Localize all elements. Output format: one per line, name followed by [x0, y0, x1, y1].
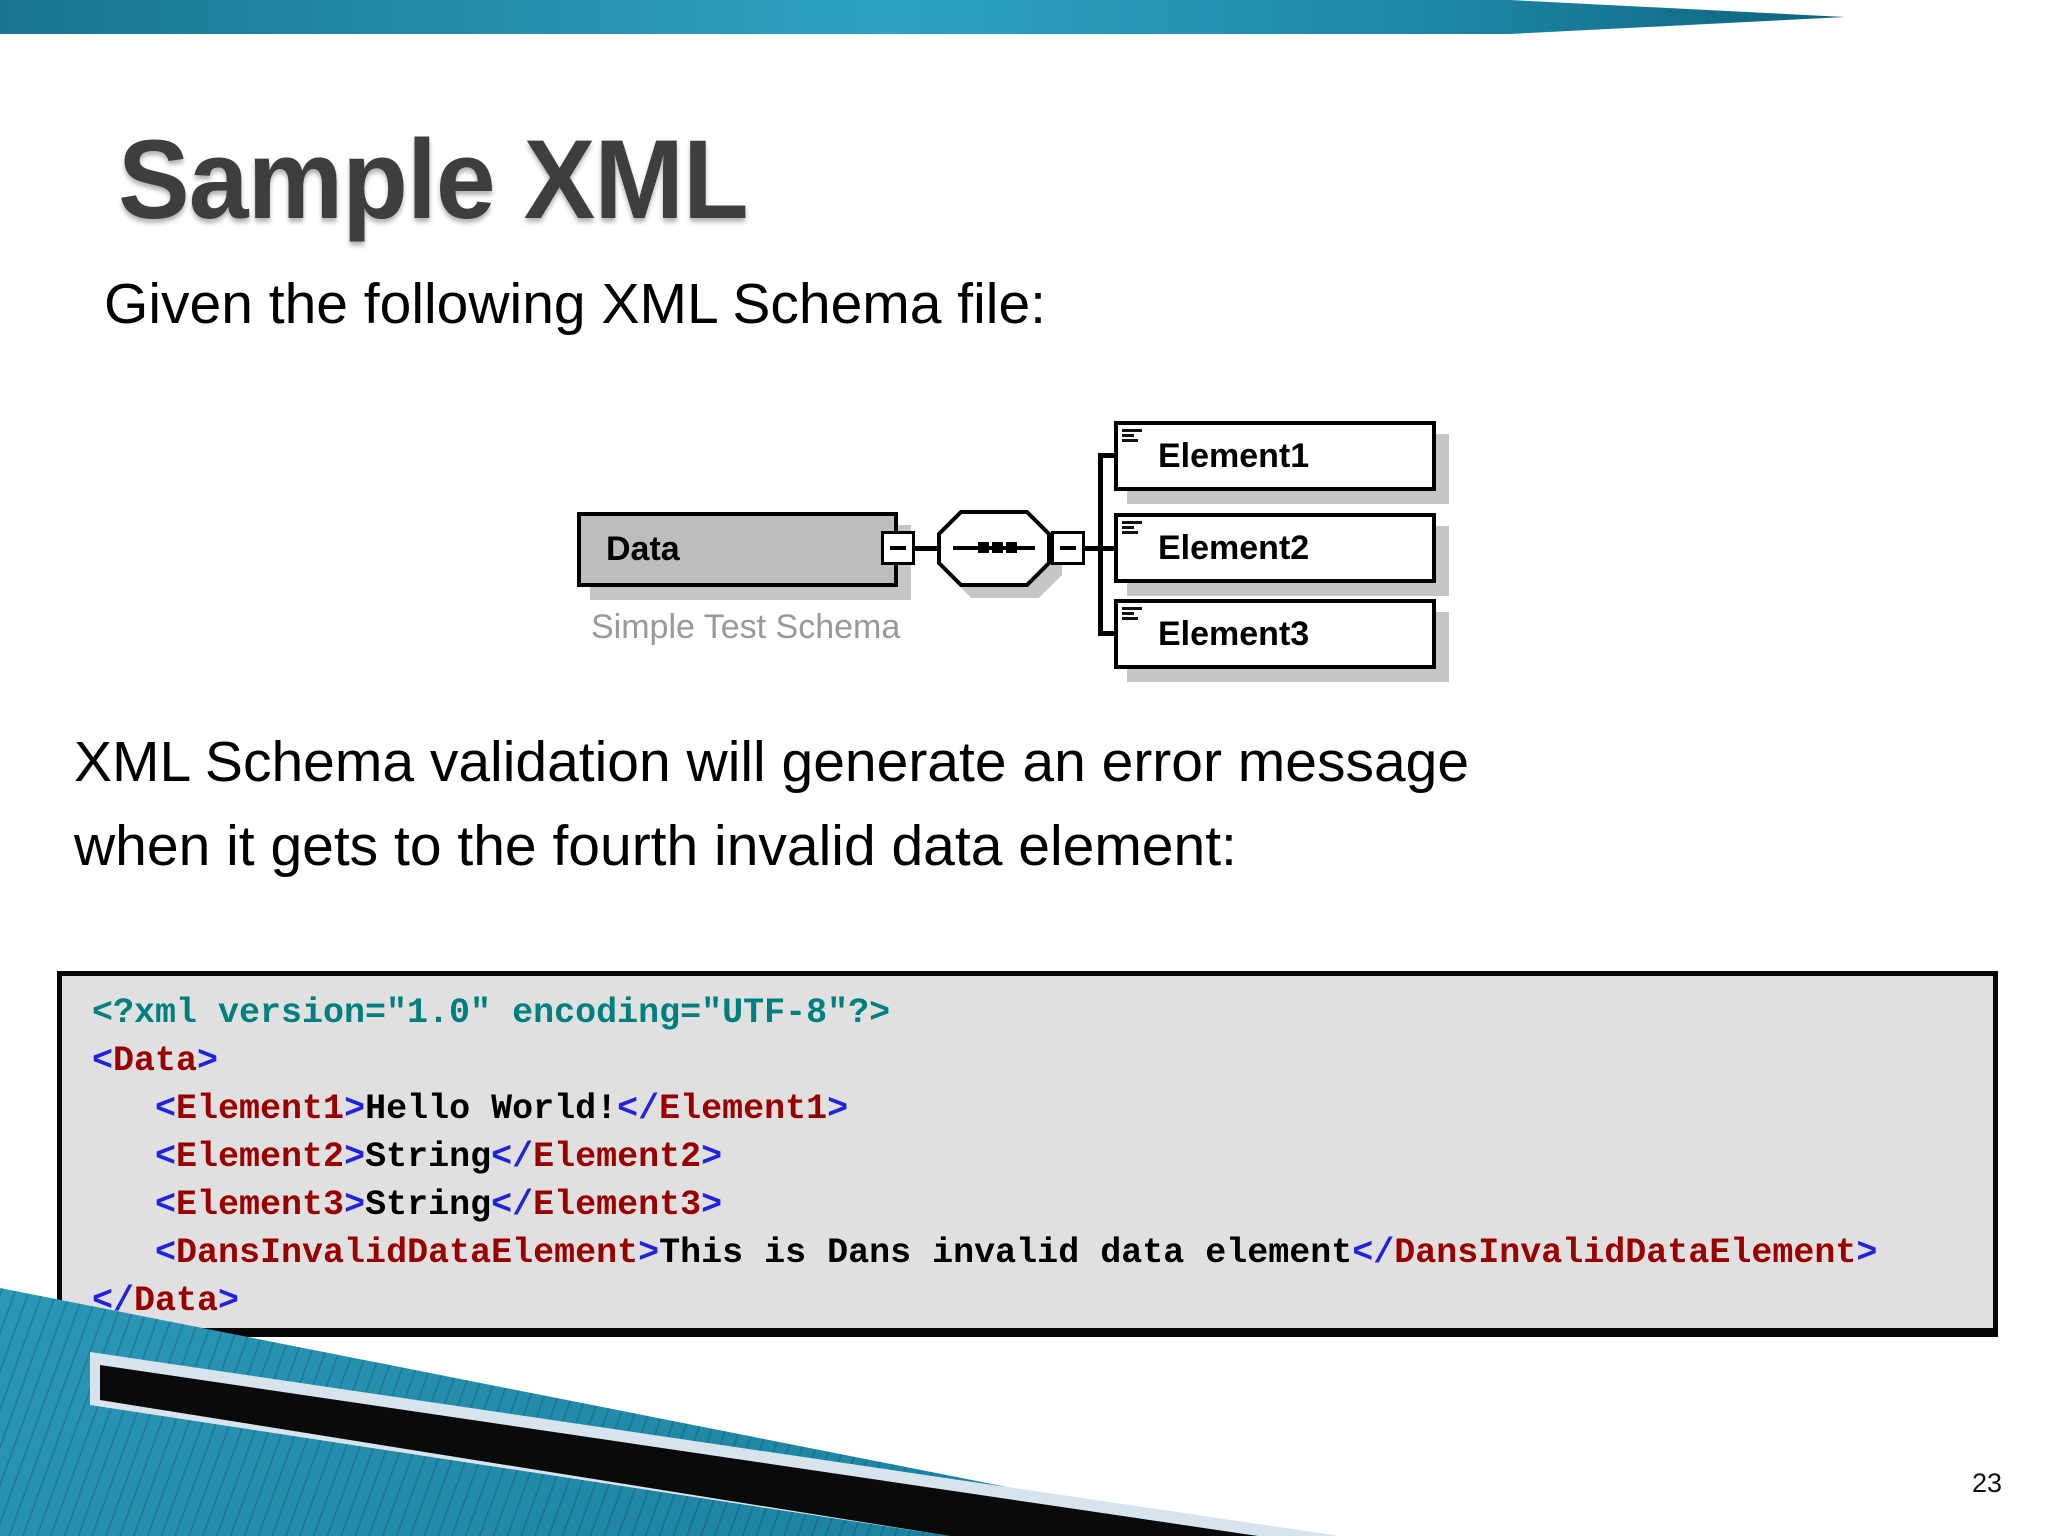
element1-node-box: Element1: [1114, 421, 1436, 491]
document-lines-icon: [1122, 521, 1144, 535]
element3-node-label: Element3: [1158, 614, 1310, 653]
document-lines-icon: [1122, 607, 1144, 621]
page-number: 23: [1972, 1468, 2003, 1498]
branch-stub-line: [1098, 453, 1114, 458]
code-line: <DansInvalidDataElement>This is Dans inv…: [155, 1233, 1878, 1273]
page-title: Sample XML: [118, 117, 749, 242]
branch-trunk-line: [1098, 453, 1103, 636]
element2-node-label: Element2: [1158, 528, 1310, 567]
sequence-octagon-icon: [937, 510, 1051, 587]
code-lines: <?xml version="1.0" encoding="UTF-8"?> <D…: [92, 989, 1993, 1325]
schema-caption: Simple Test Schema: [591, 608, 901, 646]
document-lines-icon: [1122, 429, 1144, 443]
connector-icon: [1051, 531, 1085, 565]
dash-icon: [1060, 546, 1076, 550]
xml-code-block: <?xml version="1.0" encoding="UTF-8"?> <D…: [57, 971, 1998, 1337]
top-accent-bar: [0, 0, 1845, 34]
body-paragraph: XML Schema validation will generate an e…: [74, 720, 1469, 888]
element2-node-box: Element2: [1114, 513, 1436, 583]
code-line: <Element2>String</Element2>: [155, 1137, 723, 1177]
body-line-1: XML Schema validation will generate an e…: [74, 730, 1470, 794]
code-line: <Element3>String</Element3>: [155, 1185, 723, 1225]
connector-line: [912, 546, 940, 551]
subtitle-text: Given the following XML Schema file:: [104, 272, 1047, 336]
connector-icon: [881, 531, 915, 565]
data-node-box: Data: [577, 512, 898, 587]
data-node-label: Data: [606, 530, 680, 568]
element1-node-label: Element1: [1158, 436, 1310, 475]
dash-icon: [890, 546, 906, 550]
branch-stub-line: [1098, 631, 1114, 636]
element3-node-box: Element3: [1114, 599, 1436, 669]
code-line: <Data>: [92, 1041, 219, 1081]
code-line: <?xml version="1.0" encoding="UTF-8"?>: [92, 993, 891, 1033]
code-line: </Data>: [92, 1281, 240, 1321]
body-line-2: when it gets to the fourth invalid data …: [74, 814, 1237, 878]
code-line: <Element1>Hello World!</Element1>: [155, 1089, 849, 1129]
